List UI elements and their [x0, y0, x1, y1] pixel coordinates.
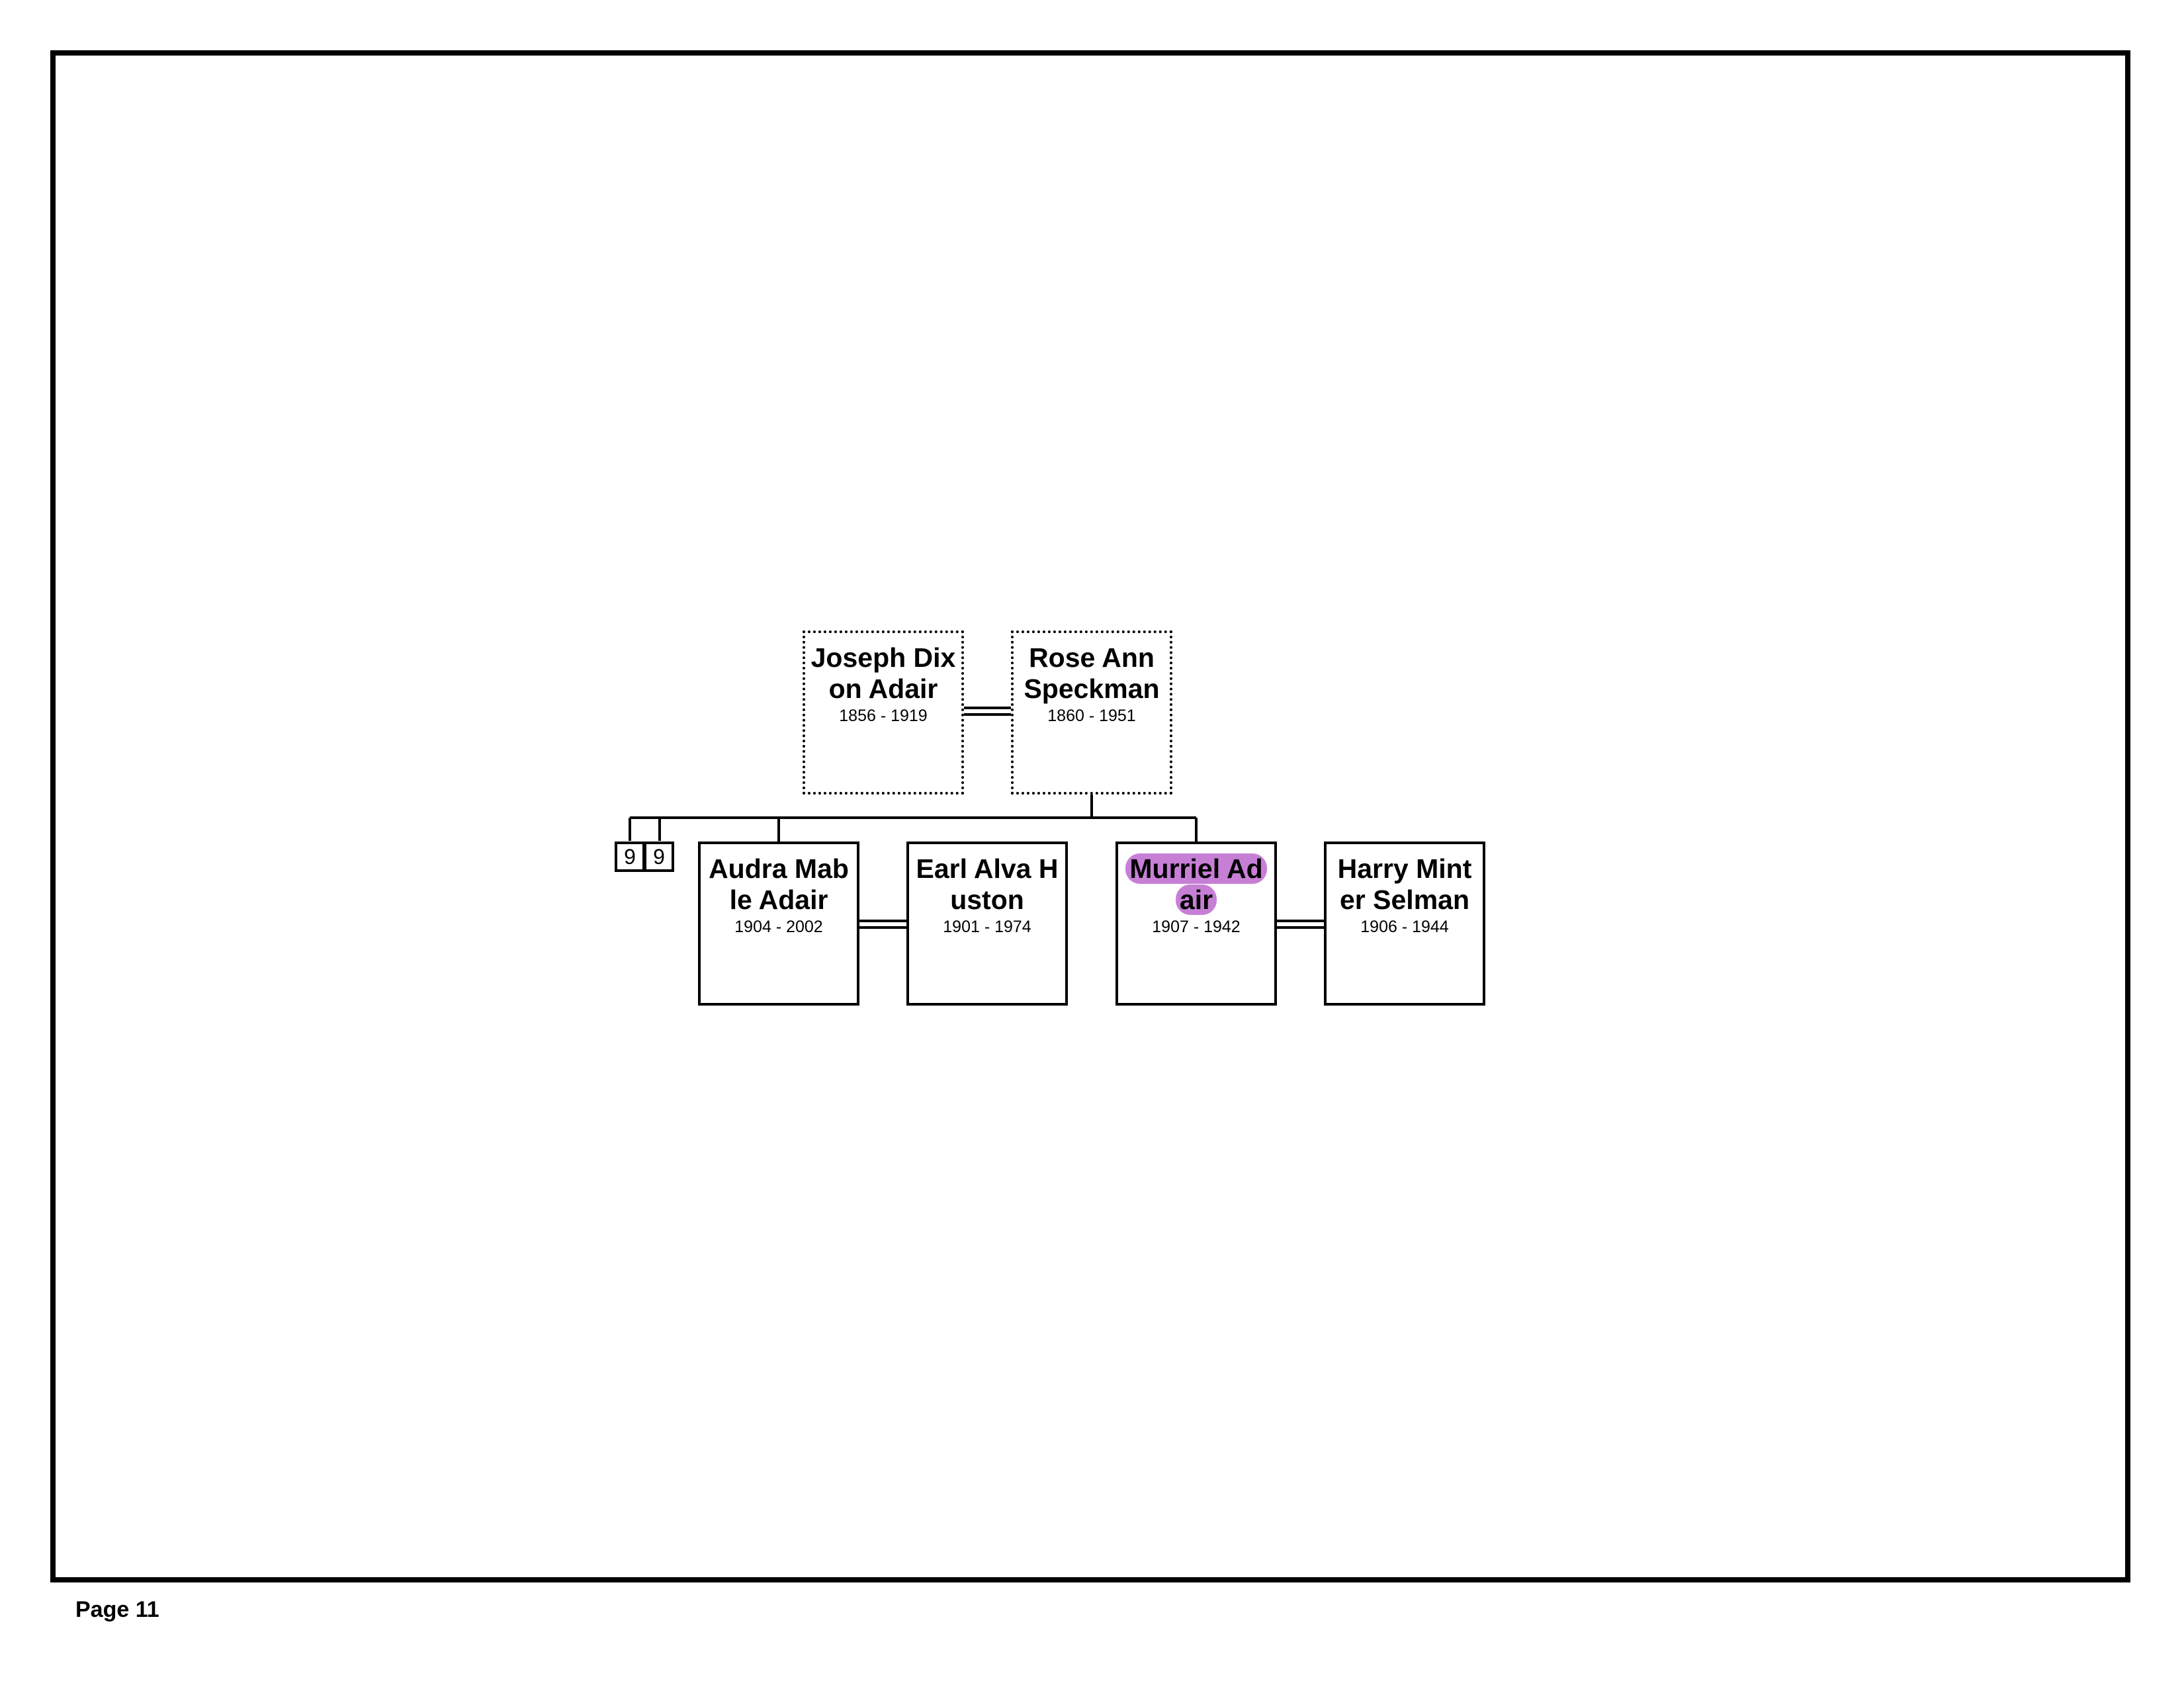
- person-years: 1856 - 1919: [839, 707, 928, 725]
- name-highlight: Murriel Adair: [1125, 853, 1267, 915]
- person-name: Joseph Dixon Adair: [810, 642, 956, 704]
- person-name: Rose Ann Speckman: [1024, 642, 1160, 704]
- more-box[interactable]: 9: [615, 842, 645, 872]
- person-rose-ann-speckman[interactable]: Rose Ann Speckman 1860 - 1951: [1011, 630, 1172, 795]
- person-name: Earl Alva Huston: [916, 853, 1059, 915]
- person-name: Harry Minter Selman: [1337, 853, 1472, 915]
- person-murriel-adair[interactable]: Murriel Adair 1907 - 1942: [1115, 842, 1277, 1006]
- person-years: 1901 - 1974: [943, 918, 1031, 936]
- page-number: Page 11: [75, 1597, 159, 1622]
- person-earl-alva-huston[interactable]: Earl Alva Huston 1901 - 1974: [906, 842, 1068, 1006]
- person-harry-minter-selman[interactable]: Harry Minter Selman 1906 - 1944: [1324, 842, 1485, 1006]
- person-name-highlighted: Murriel Adair: [1118, 844, 1274, 916]
- person-years: 1907 - 1942: [1152, 918, 1241, 936]
- person-years: 1906 - 1944: [1360, 918, 1449, 936]
- page-frame: [50, 50, 2130, 1582]
- person-name: Audra Mable Adair: [709, 853, 849, 915]
- person-audra-mable-adair[interactable]: Audra Mable Adair 1904 - 2002: [698, 842, 859, 1006]
- person-years: 1904 - 2002: [734, 918, 823, 936]
- person-joseph-dixon-adair[interactable]: Joseph Dixon Adair 1856 - 1919: [803, 630, 964, 795]
- person-years: 1860 - 1951: [1047, 707, 1136, 725]
- more-box[interactable]: 9: [644, 842, 674, 872]
